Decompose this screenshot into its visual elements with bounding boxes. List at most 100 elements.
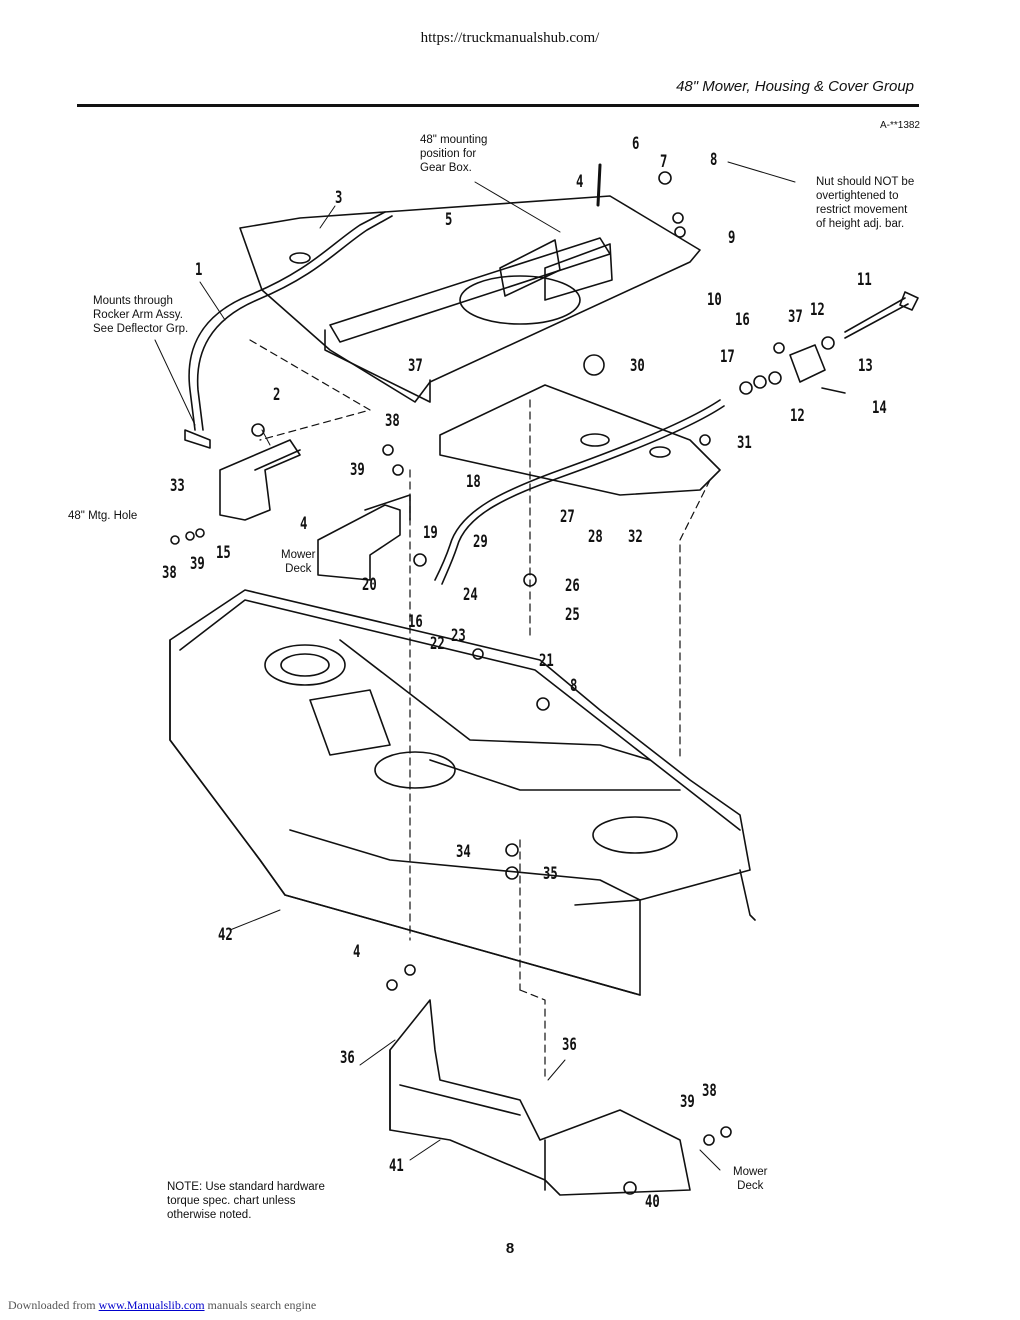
- callout-17: 17: [720, 347, 735, 367]
- callout-19: 19: [423, 523, 438, 543]
- callout-32: 32: [628, 527, 643, 547]
- note-line: See Deflector Grp.: [93, 323, 189, 335]
- note-line: position for: [420, 148, 477, 160]
- note-line: overtightened to: [816, 190, 899, 202]
- note-line: torque spec. chart unless: [167, 1195, 296, 1207]
- callout-42: 42: [218, 925, 233, 945]
- mtg-hole-note: 48" Mtg. Hole: [68, 510, 138, 522]
- callout-8: 8: [570, 676, 578, 696]
- callout-37: 37: [408, 356, 423, 376]
- callout-16: 16: [408, 612, 423, 632]
- callout-24: 24: [463, 585, 478, 605]
- hardware-note: NOTE: Use standard hardware torque spec.…: [167, 1180, 325, 1222]
- callout-12: 12: [810, 300, 825, 320]
- callout-22: 22: [430, 634, 445, 654]
- callout-2: 2: [273, 385, 281, 405]
- note-line: Rocker Arm Assy.: [93, 309, 183, 321]
- callout-38: 38: [162, 563, 177, 583]
- callout-26: 26: [565, 576, 580, 596]
- callout-14: 14: [872, 398, 887, 418]
- note-line: Mower: [281, 549, 316, 561]
- assembly-lines: [249, 339, 711, 1081]
- note-line: of height adj. bar.: [816, 218, 905, 230]
- block-13: [789, 344, 846, 394]
- header-rule: [77, 104, 919, 107]
- callout-13: 13: [858, 356, 873, 376]
- callout-4: 4: [353, 942, 361, 962]
- callout-23: 23: [451, 626, 466, 646]
- callout-36: 36: [562, 1035, 577, 1055]
- callout-38: 38: [385, 411, 400, 431]
- callout-4: 4: [576, 172, 584, 192]
- callout-29: 29: [473, 532, 488, 552]
- callout-1: 1: [195, 260, 203, 280]
- callout-18: 18: [466, 472, 481, 492]
- callout-35: 35: [543, 864, 558, 884]
- footer-suffix: manuals search engine: [204, 1298, 317, 1312]
- note-line: Deck: [737, 1180, 764, 1192]
- callout-15: 15: [216, 543, 231, 563]
- callout-31: 31: [737, 433, 752, 453]
- page-number: 8: [505, 1240, 515, 1257]
- callout-9: 9: [728, 228, 736, 248]
- chain-6: [596, 163, 602, 207]
- callout-38: 38: [702, 1081, 717, 1101]
- callout-41: 41: [389, 1156, 404, 1176]
- page-title: 48" Mower, Housing & Cover Group: [676, 78, 914, 95]
- housing-cover-plate: [239, 195, 701, 403]
- callout-7: 7: [660, 152, 668, 172]
- bolt-11: [844, 291, 919, 339]
- nut-note: Nut should NOT be overtightened to restr…: [816, 175, 914, 231]
- callout-10: 10: [707, 290, 722, 310]
- leader-lines: [154, 161, 796, 1171]
- mounts-note: Mounts through Rocker Arm Assy. See Defl…: [93, 294, 188, 336]
- callout-16: 16: [735, 310, 750, 330]
- callout-39: 39: [190, 554, 205, 574]
- callout-21: 21: [539, 651, 554, 671]
- note-line: restrict movement: [816, 204, 908, 216]
- mower-deck-housing: [169, 589, 756, 996]
- note-line: Nut should NOT be: [816, 176, 915, 188]
- note-line: otherwise noted.: [167, 1209, 252, 1221]
- note-line: 48" mounting: [420, 134, 488, 146]
- callout-36: 36: [340, 1048, 355, 1068]
- callout-34: 34: [456, 842, 471, 862]
- lift-rod: [184, 211, 393, 449]
- callout-20: 20: [362, 575, 377, 595]
- gearbox-note: 48" mounting position for Gear Box.: [420, 133, 487, 175]
- download-footer: Downloaded from www.Manualslib.com manua…: [8, 1298, 316, 1313]
- bracket-20: [317, 494, 411, 581]
- manualslib-link[interactable]: www.Manualslib.com: [98, 1298, 205, 1312]
- mower-deck-note: Mower Deck: [281, 548, 316, 576]
- callout-25: 25: [565, 605, 580, 625]
- note-line: Deck: [285, 563, 312, 575]
- callout-39: 39: [350, 460, 365, 480]
- callout-40: 40: [645, 1192, 660, 1212]
- callout-33: 33: [170, 476, 185, 496]
- note-line: Mower: [733, 1166, 768, 1178]
- source-url: https://truckmanualshub.com/: [420, 30, 600, 46]
- footer-prefix: Downloaded from: [8, 1298, 99, 1312]
- diagram-ref-code: A-**1382: [879, 120, 920, 131]
- callout-3: 3: [335, 188, 343, 208]
- callout-27: 27: [560, 507, 575, 527]
- mower-deck-note-2: Mower Deck: [733, 1165, 768, 1193]
- bracket-33: [219, 439, 301, 521]
- callout-6: 6: [632, 134, 640, 154]
- callout-8: 8: [710, 150, 718, 170]
- middle-plate: [434, 384, 725, 585]
- note-line: NOTE: Use standard hardware: [167, 1181, 325, 1193]
- hardware-parts: [170, 171, 835, 1195]
- callout-30: 30: [630, 356, 645, 376]
- callout-4: 4: [300, 514, 308, 534]
- callout-5: 5: [445, 210, 453, 230]
- callout-28: 28: [588, 527, 603, 547]
- callout-12: 12: [790, 406, 805, 426]
- callout-39: 39: [680, 1092, 695, 1112]
- callout-37: 37: [788, 307, 803, 327]
- note-line: Gear Box.: [420, 162, 472, 174]
- note-line: Mounts through: [93, 295, 173, 307]
- callout-11: 11: [857, 270, 872, 290]
- deflector-chute: [389, 999, 691, 1196]
